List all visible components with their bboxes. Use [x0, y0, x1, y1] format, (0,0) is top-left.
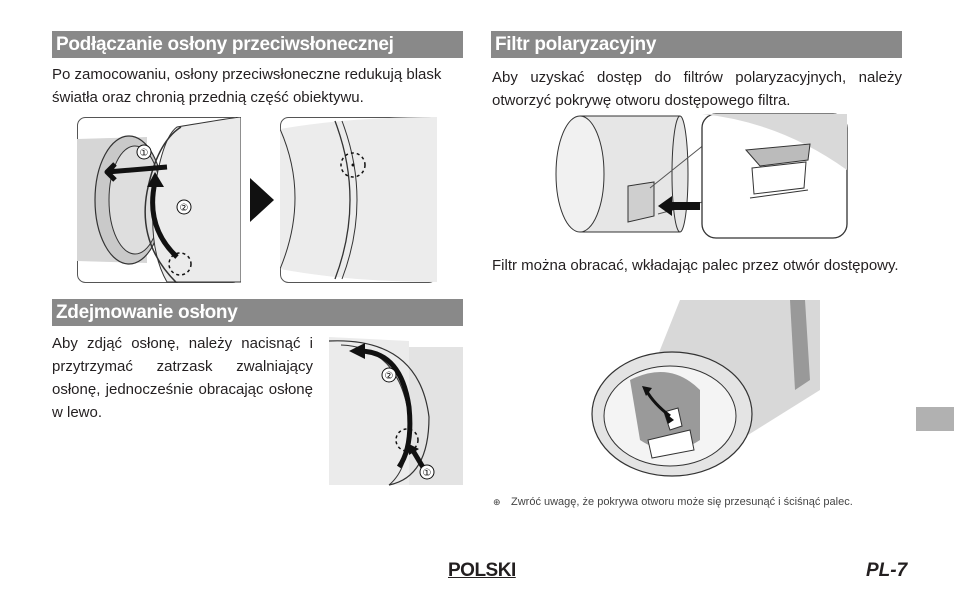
step-label: ② — [385, 371, 394, 382]
section-title: Zdejmowanie osłony — [56, 302, 238, 323]
hood-attached-figure — [280, 117, 437, 283]
step-label: ② — [180, 203, 189, 214]
arrow-right-icon — [250, 178, 274, 222]
rotate-filter-text: Filtr można obracać, wkładając palec prz… — [492, 257, 899, 274]
polarizing-filter-text: Aby uzyskać dostęp do filtrów polaryzacy… — [492, 69, 902, 109]
footer-page-number: PL-7 — [866, 560, 908, 581]
attach-hood-text: Po zamocowaniu, osłony przeciwsłoneczne … — [52, 66, 442, 106]
section-header-polarizing-filter: Filtr polaryzacyjny — [491, 31, 902, 58]
section-header-attach-hood: Podłączanie osłony przeciwsłonecznej — [52, 31, 463, 58]
caution-note: ⊕ Zwróć uwagę, że pokrywa otworu może się… — [493, 495, 853, 509]
attach-hood-figure: ① ② — [77, 117, 241, 283]
section-header-remove-hood: Zdejmowanie osłony — [52, 299, 463, 326]
rotate-filter-figure — [591, 300, 820, 477]
caution-text: Zwróć uwagę, że pokrywa otworu może się … — [511, 496, 853, 508]
section-title: Podłączanie osłony przeciwsłonecznej — [56, 34, 394, 55]
section-title: Filtr polaryzacyjny — [495, 34, 657, 55]
remove-hood-figure: ② ① — [329, 337, 463, 486]
remove-hood-text: Aby zdjąć osłonę, należy nacisnąć i przy… — [52, 335, 313, 421]
filter-cover-figure — [555, 113, 848, 239]
step-label: ① — [140, 148, 149, 159]
step-label: ① — [423, 468, 432, 479]
footer-language: POLSKI — [448, 560, 516, 581]
caution-icon: ⊕ — [493, 497, 501, 507]
page-side-tab — [916, 407, 954, 431]
